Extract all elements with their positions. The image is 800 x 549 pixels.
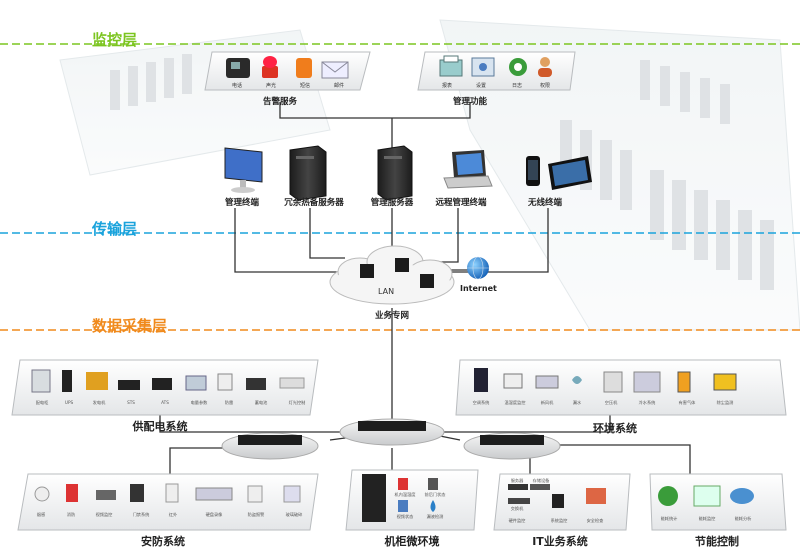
security-item: 硬盘录像	[205, 512, 223, 517]
power-icons	[31, 369, 305, 393]
env-item: 有害气体	[678, 400, 696, 405]
power-item: 蓄电池	[254, 400, 268, 405]
standby-server-icon	[289, 145, 327, 201]
security-items: 烟感 消防 视频监控 门禁系统 红外 硬盘录像 防盗报警 玻璃破碎	[22, 512, 312, 522]
switch-right	[463, 432, 561, 460]
power-item: 发电机	[92, 400, 106, 405]
tablet-icon	[548, 156, 592, 190]
main-server-icon	[377, 145, 413, 201]
env-items: 空调系统 温湿度监控 新风机 漏水 空压机 冷水系统 有害气体 除尘监测	[460, 400, 780, 410]
power-item: 灯光控制	[288, 400, 306, 405]
cabinet-icons	[362, 474, 438, 522]
security-item: 视频监控	[95, 512, 113, 517]
it-item-switch: 交换机	[510, 506, 524, 511]
energy-system-title: 节能控制	[695, 535, 739, 548]
settings-icon	[471, 57, 495, 77]
alarm-item-sms: 短信	[299, 83, 310, 89]
monitor-layer-title: 监控层	[92, 31, 138, 49]
manage-function-title: 管理功能	[452, 97, 487, 107]
phone-device-icon	[526, 156, 540, 186]
it-item-security: 安全检查	[586, 518, 604, 523]
connectors	[159, 102, 691, 474]
security-item: 防盗报警	[247, 512, 265, 517]
node-server-label: 管理服务器	[370, 198, 414, 208]
email-icon	[321, 61, 349, 79]
node-standby-label: 冗余热备服务器	[284, 198, 344, 208]
power-system-title: 供配电系统	[132, 420, 188, 433]
lan-label: LAN	[378, 287, 395, 296]
internet-label: Internet	[460, 284, 497, 293]
phone-icon	[226, 58, 250, 78]
env-item: 漏水	[572, 400, 582, 405]
power-item: ATS	[161, 400, 169, 405]
security-system-title: 安防系统	[141, 535, 185, 548]
security-item: 门禁系统	[132, 512, 150, 517]
env-item: 空调系统	[472, 400, 490, 405]
energy-icons	[658, 485, 754, 507]
monitor-terminal-icon	[224, 147, 263, 193]
env-item: 新风机	[540, 400, 554, 405]
manage-item-settings: 设置	[475, 83, 486, 89]
users-icon	[538, 57, 552, 77]
security-item: 玻璃破碎	[285, 512, 303, 517]
it-item-system: 系统监控	[550, 518, 568, 523]
alarm-item-email: 邮件	[333, 83, 344, 89]
alarm-service-title: 告警服务	[262, 97, 297, 107]
it-item-storage: 存储设备	[532, 478, 550, 483]
energy-item-analysis: 能耗分析	[734, 516, 752, 521]
manage-item-log: 日志	[511, 83, 522, 89]
power-items: 配电柜 UPS 发电机 STS ATS 电量参数 防雷 蓄电池 灯光控制	[14, 400, 314, 410]
alarm-item-siren: 声光	[265, 83, 276, 89]
refresh-icon	[509, 58, 527, 76]
security-icons	[34, 483, 301, 503]
energy-item-stats: 能耗统计	[660, 516, 678, 521]
switch-center	[339, 418, 445, 446]
power-item: UPS	[64, 400, 74, 405]
power-item: 电量参数	[190, 400, 208, 405]
manage-item-report: 报表	[441, 83, 452, 89]
env-system-title: 环境系统	[593, 422, 637, 435]
cabinet-item-leak: 漏液检测	[426, 514, 444, 519]
cabinet-item-temp: 机内温湿度	[394, 492, 416, 497]
security-item: 烟感	[36, 512, 46, 517]
power-item: 配电柜	[35, 400, 49, 405]
printer-icon	[439, 55, 463, 77]
lan-cloud	[329, 245, 455, 305]
alarm-item-phone: 电话	[231, 83, 242, 89]
node-remote-label: 远程管理终端	[435, 198, 487, 208]
it-icons	[508, 484, 606, 508]
power-item: STS	[127, 400, 135, 405]
security-item: 消防	[66, 512, 76, 517]
it-item-hardware: 硬件监控	[508, 518, 526, 523]
cabinet-system-title: 机柜微环境	[384, 535, 440, 548]
env-item: 温湿度监控	[504, 400, 526, 405]
transport-layer-title: 传输层	[92, 220, 138, 238]
env-item: 除尘监测	[716, 400, 734, 405]
cabinet-item-door: 前后门状态	[424, 492, 446, 497]
env-icons	[474, 368, 737, 393]
sms-icon	[296, 58, 312, 78]
energy-item-monitor: 能耗监控	[698, 516, 716, 521]
node-wireless-label: 无线终端	[527, 198, 562, 208]
switch-left	[221, 432, 319, 460]
it-system-title: IT业务系统	[532, 535, 588, 548]
it-item-server: 服务器	[510, 478, 524, 483]
internet-globe-icon	[467, 256, 489, 280]
node-terminal-label: 管理终端	[224, 198, 259, 208]
manage-item-permission: 权限	[539, 83, 550, 89]
siren-icon	[262, 56, 278, 78]
power-item: 防雷	[224, 400, 234, 405]
business-network-label: 业务专网	[374, 311, 409, 321]
security-item: 红外	[168, 512, 178, 517]
laptop-icon	[443, 150, 493, 189]
collect-layer-title: 数据采集层	[92, 317, 168, 335]
env-item: 空压机	[604, 400, 618, 405]
cabinet-item-video: 视频状态	[396, 514, 414, 519]
env-item: 冷水系统	[638, 400, 656, 405]
